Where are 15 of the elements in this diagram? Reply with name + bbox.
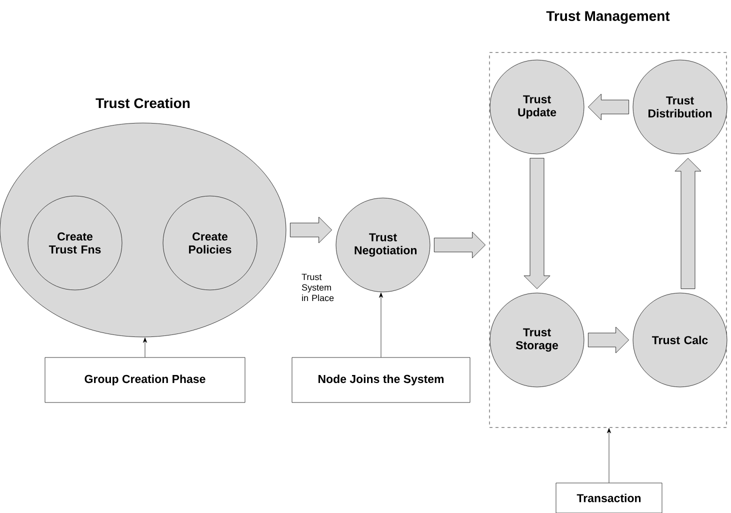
heading: Trust Creation	[96, 98, 190, 108]
heading: Trust Management	[546, 11, 670, 24]
arrow	[143, 338, 147, 358]
block-arrow	[434, 232, 486, 258]
block-arrow	[588, 94, 629, 120]
process-box: Transaction	[556, 482, 662, 513]
edge-label: Trust System in Place	[302, 274, 334, 302]
block-arrow	[524, 158, 550, 289]
process-box: Node Joins the System	[292, 357, 470, 403]
process-box: Group Creation Phase	[44, 357, 246, 403]
block-arrow	[588, 326, 629, 354]
block-arrow	[290, 216, 332, 244]
arrow	[607, 428, 611, 483]
arrow	[379, 292, 383, 358]
block-arrow	[674, 158, 702, 289]
